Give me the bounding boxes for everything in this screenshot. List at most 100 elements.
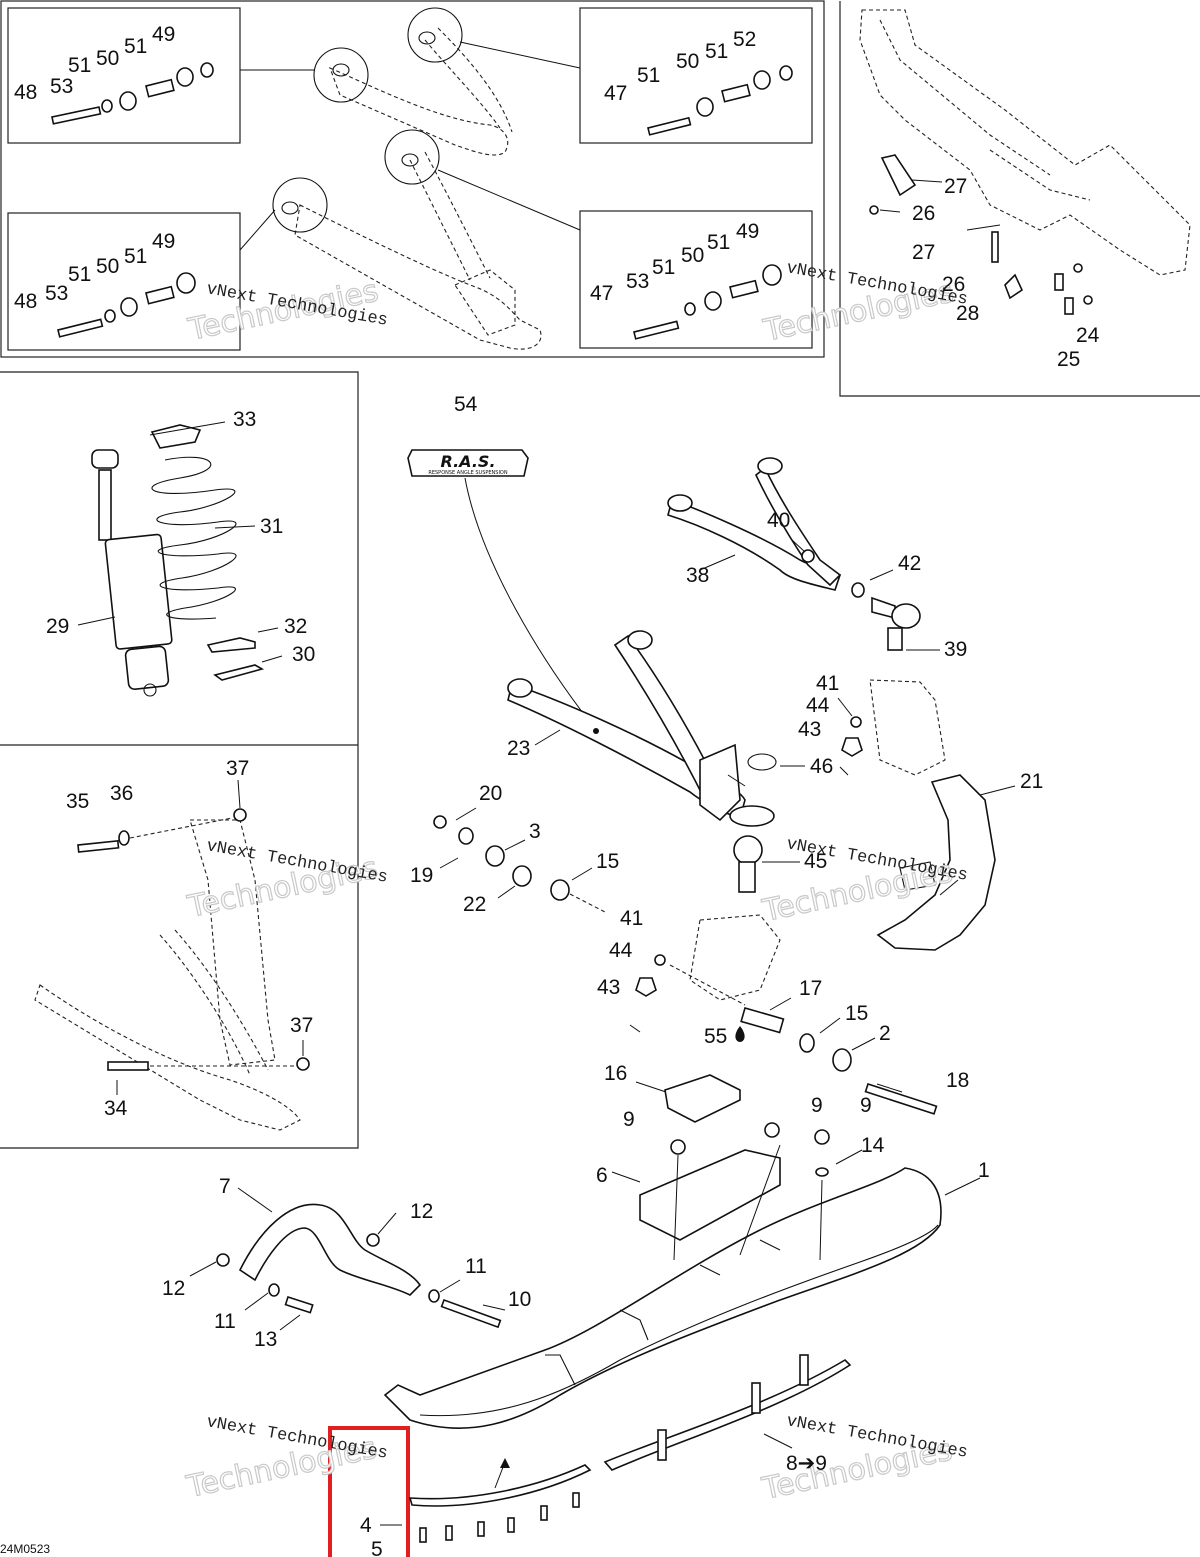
spring-31 bbox=[151, 456, 237, 620]
washer-19 bbox=[458, 827, 474, 845]
stud-line-14 bbox=[819, 1179, 823, 1261]
callout-37: 37 bbox=[290, 1014, 313, 1037]
washer-36 bbox=[118, 830, 130, 846]
callout-30: 30 bbox=[292, 643, 315, 666]
callout-45: 45 bbox=[804, 850, 827, 873]
callout-34: 34 bbox=[104, 1097, 128, 1120]
callout-43: 43 bbox=[798, 718, 821, 741]
sleeve-50 bbox=[145, 78, 175, 98]
diagram-code: 24M0523 bbox=[0, 1542, 50, 1556]
callout-33: 33 bbox=[233, 408, 256, 431]
ring-30 bbox=[213, 664, 265, 681]
bushing-3 bbox=[485, 845, 505, 867]
bolt-47b bbox=[633, 320, 680, 340]
callout-51: 51 bbox=[652, 256, 675, 279]
arrow-head-icon bbox=[500, 1458, 510, 1468]
nut-43a bbox=[841, 737, 863, 757]
washer-24 bbox=[1083, 295, 1093, 305]
callout-5: 5 bbox=[371, 1538, 383, 1557]
callout-11: 11 bbox=[465, 1255, 487, 1278]
callout-1: 1 bbox=[978, 1159, 990, 1182]
lower-arm-installed bbox=[34, 984, 301, 1131]
washer-53 bbox=[101, 99, 113, 113]
callout-16: 16 bbox=[604, 1062, 627, 1085]
callout-32: 32 bbox=[284, 615, 307, 638]
callout-4: 4 bbox=[360, 1514, 372, 1537]
ball-joint-39 bbox=[871, 596, 921, 651]
washer-14 bbox=[815, 1167, 829, 1177]
inset-hardware-bottom-left bbox=[57, 272, 196, 338]
upper-arm-link bbox=[424, 27, 513, 133]
grease-40 bbox=[801, 549, 815, 563]
upper-a-arm-38 bbox=[667, 457, 865, 598]
callout-50: 50 bbox=[681, 244, 704, 267]
inset-connector-2 bbox=[459, 41, 581, 69]
bushing-51f bbox=[176, 272, 196, 294]
bushing-15b bbox=[799, 1033, 815, 1053]
inset-hardware-top-right bbox=[647, 65, 793, 136]
retainer-32 bbox=[206, 637, 256, 653]
callout-29: 29 bbox=[46, 615, 69, 638]
bushing-2 bbox=[832, 1048, 852, 1072]
lower-arm-bracket bbox=[454, 269, 516, 336]
grease-55 bbox=[735, 1026, 745, 1042]
callout-3: 3 bbox=[529, 820, 541, 843]
washer-11a bbox=[268, 1283, 280, 1297]
axle-path bbox=[669, 964, 746, 1006]
pivot-hole-4 bbox=[281, 201, 299, 215]
bushing-51h bbox=[762, 264, 782, 286]
frame-bracket-group bbox=[859, 9, 1191, 315]
nut-9a bbox=[670, 1139, 686, 1155]
nut-49 bbox=[200, 62, 214, 78]
washer-upper bbox=[1073, 263, 1083, 273]
pivot-hole-2 bbox=[418, 31, 436, 45]
rivet-26 bbox=[869, 205, 879, 215]
callout-15: 15 bbox=[596, 850, 619, 873]
callout-39: 39 bbox=[944, 638, 967, 661]
screw-upper bbox=[1054, 273, 1064, 291]
upper-arm-outline bbox=[329, 66, 509, 156]
spring-seat-33 bbox=[150, 424, 202, 449]
callout-27: 27 bbox=[912, 241, 935, 264]
ski-ribs bbox=[545, 1239, 781, 1386]
ski-loop-group bbox=[216, 1203, 502, 1329]
bushing-stack-left bbox=[433, 815, 606, 913]
callout-50: 50 bbox=[676, 50, 699, 73]
callout-18: 18 bbox=[946, 1069, 969, 1092]
screws-5 bbox=[419, 1492, 580, 1543]
frame-bracket-rib bbox=[879, 19, 1091, 201]
callout-43: 43 bbox=[597, 976, 620, 999]
nut-9b bbox=[764, 1122, 780, 1138]
nut-12a bbox=[216, 1253, 230, 1267]
callout-46: 46 bbox=[810, 755, 833, 778]
wear-pad-16 bbox=[664, 1074, 741, 1123]
callouts: 48 53 51 50 51 49 47 51 50 51 52 48 53 5… bbox=[14, 23, 1100, 1557]
pivot-hole-3 bbox=[401, 153, 419, 167]
washer-11b bbox=[428, 1289, 440, 1303]
shock-eye-hole bbox=[143, 683, 157, 697]
callout-49: 49 bbox=[152, 23, 175, 46]
watermarks: Technologies vNext Technologies Technolo… bbox=[182, 259, 969, 1507]
bushing-51e bbox=[120, 297, 138, 317]
pivot-hole-1 bbox=[332, 63, 350, 77]
ras-logo-subtext: RESPONSE ANGLE SUSPENSION bbox=[428, 470, 507, 476]
sleeve-17 bbox=[740, 1007, 785, 1034]
nut-12b bbox=[366, 1233, 380, 1247]
callout-49: 49 bbox=[152, 230, 175, 253]
callout-41: 41 bbox=[816, 672, 839, 695]
bushing-51b bbox=[176, 67, 194, 87]
bolt-48b bbox=[57, 318, 104, 338]
washer-53b bbox=[104, 309, 116, 323]
frame-bracket-outline bbox=[859, 9, 1191, 276]
bolt-35-path bbox=[129, 817, 233, 839]
callout-9: 9 bbox=[811, 1094, 823, 1117]
lower-a-arm-23 bbox=[507, 630, 777, 827]
callout-55: 55 bbox=[704, 1025, 727, 1048]
sleeve-50c bbox=[145, 285, 175, 305]
callout-53: 53 bbox=[50, 75, 73, 98]
callout-25: 25 bbox=[1057, 348, 1080, 371]
strip-27 bbox=[966, 224, 1001, 231]
inset-box-bottom-right bbox=[579, 210, 813, 349]
nut-52 bbox=[779, 65, 793, 81]
callout-51: 51 bbox=[124, 245, 147, 268]
